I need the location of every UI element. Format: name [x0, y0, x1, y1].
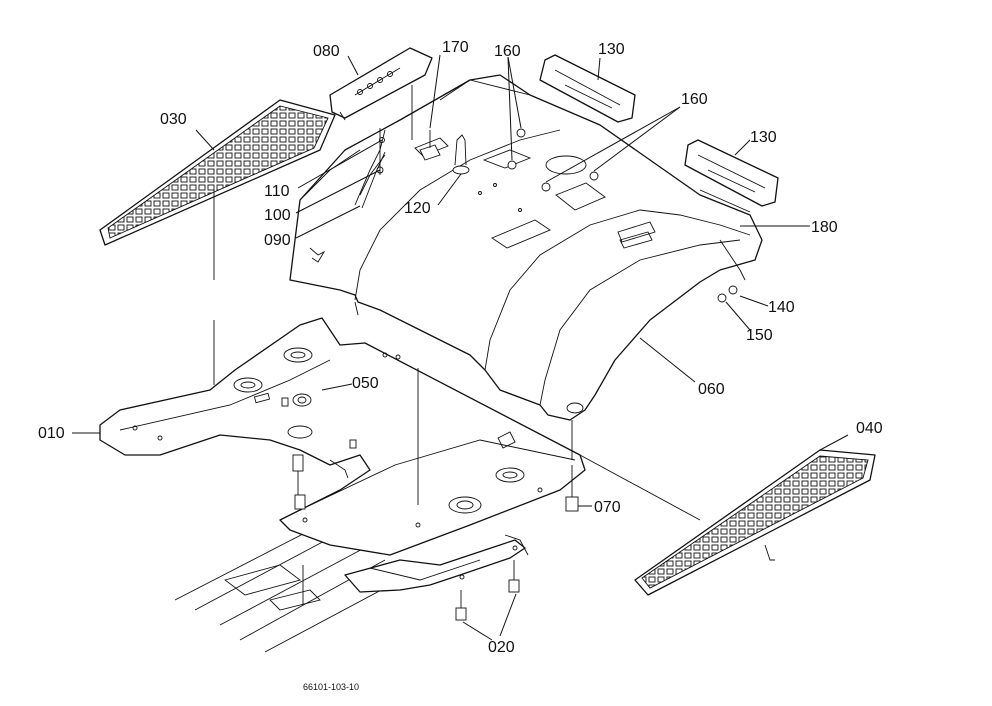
- leader-lines: [72, 54, 849, 641]
- label-010: 010: [38, 425, 65, 442]
- label-090: 090: [264, 232, 291, 249]
- label-160-right: 160: [681, 91, 708, 108]
- fender-060: [289, 74, 763, 421]
- label-160-top: 160: [494, 43, 521, 60]
- reflector-130-b: [684, 139, 779, 207]
- step-plate-010: [99, 317, 586, 556]
- bolt-070: [565, 465, 579, 512]
- label-140: 140: [768, 299, 795, 316]
- lever-guide-080: [329, 47, 433, 140]
- nut-150: [717, 293, 727, 303]
- bolts-020: [292, 454, 520, 621]
- grommet-050: [281, 393, 357, 449]
- label-080: 080: [313, 43, 340, 60]
- label-130-right: 130: [750, 129, 777, 146]
- step-mat-030: [99, 99, 336, 280]
- lever-assembly: [354, 128, 386, 209]
- label-030: 030: [160, 111, 187, 128]
- label-170: 170: [442, 39, 469, 56]
- label-070: 070: [594, 499, 621, 516]
- part-labels: 080 170 160 130 160 130 030 110 100 090 …: [38, 39, 883, 692]
- step-mat-040: [634, 449, 876, 596]
- label-020: 020: [488, 639, 515, 656]
- label-120: 120: [404, 200, 431, 217]
- knob-120: [452, 134, 470, 175]
- bolt-140: [728, 285, 738, 295]
- label-110: 110: [264, 183, 290, 200]
- label-060: 060: [698, 381, 725, 398]
- label-100: 100: [264, 207, 291, 224]
- screws-160: [507, 128, 599, 192]
- plate-170: [419, 130, 441, 161]
- label-150: 150: [746, 327, 773, 344]
- reflector-130-a: [539, 54, 636, 123]
- drawing-code: 66101-103-10: [303, 682, 359, 692]
- support-brackets: [344, 534, 529, 593]
- label-050: 050: [352, 375, 379, 392]
- label-040: 040: [856, 420, 883, 437]
- label-180: 180: [811, 219, 838, 236]
- assembly-lines: [213, 301, 701, 521]
- label-130-top: 130: [598, 41, 625, 58]
